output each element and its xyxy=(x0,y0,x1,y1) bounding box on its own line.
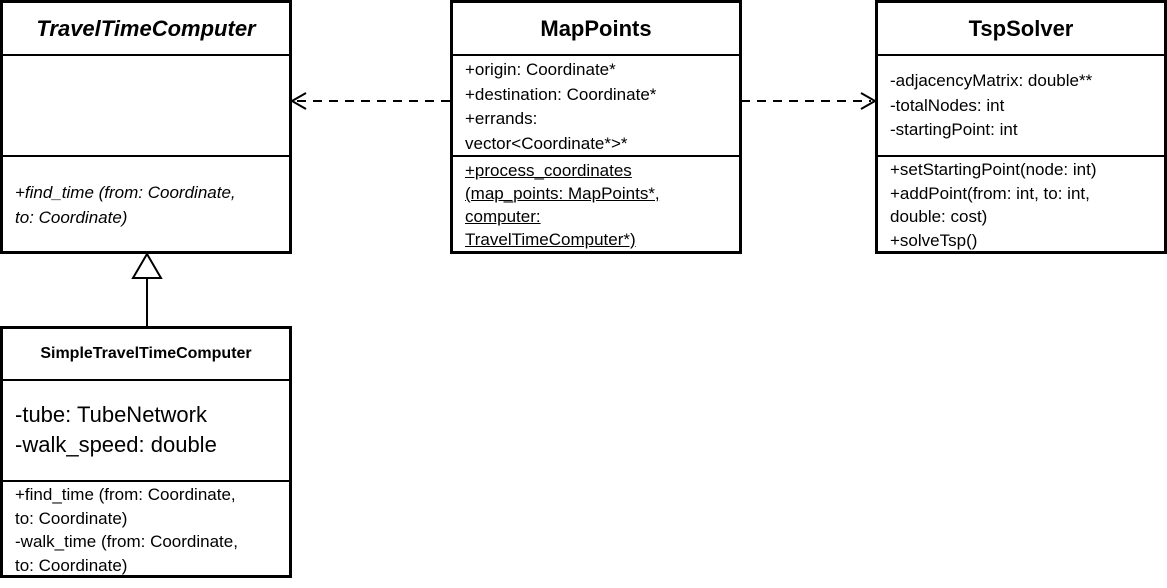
operation-line: +process_coordinates xyxy=(465,161,632,180)
attribute-line: -walk_speed: double xyxy=(15,432,217,457)
operations-compartment: +process_coordinates (map_points: MapPoi… xyxy=(453,155,739,251)
attribute-line: +destination: Coordinate* xyxy=(465,84,657,104)
operations-compartment: +find_time (from: Coordinate, to: Coordi… xyxy=(3,480,289,575)
class-travel-time-computer: TravelTimeComputer +find_time (from: Coo… xyxy=(0,0,292,254)
operation-line: to: Coordinate) xyxy=(15,207,128,227)
attribute-line: +errands: xyxy=(465,109,538,128)
operation-line: TravelTimeComputer*) xyxy=(465,230,636,249)
operation-line: double: cost) xyxy=(890,207,988,226)
operation-line: +setStartingPoint(node: int) xyxy=(890,160,1097,179)
dependency-arrowhead-tspsolver xyxy=(860,92,878,110)
operations-compartment: +setStartingPoint(node: int) +addPoint(f… xyxy=(878,155,1164,251)
attribute-line: vector<Coordinate*>* xyxy=(465,133,628,153)
operation-line: -walk_time (from: Coordinate, xyxy=(15,532,238,551)
class-name: TravelTimeComputer xyxy=(36,15,256,41)
class-name: TspSolver xyxy=(968,15,1074,41)
class-simple-travel-time-computer: SimpleTravelTimeComputer -tube: TubeNetw… xyxy=(0,326,292,578)
operation-line: +find_time (from: Coordinate, xyxy=(15,183,236,202)
attribute-line: -totalNodes: int xyxy=(890,95,1005,115)
attributes-compartment xyxy=(3,54,289,155)
class-name: MapPoints xyxy=(540,15,652,41)
attributes-compartment: +origin: Coordinate* +destination: Coord… xyxy=(453,54,739,155)
attribute-line: +origin: Coordinate* xyxy=(465,60,616,79)
operation-line: (map_points: MapPoints*, xyxy=(465,184,660,203)
operations-compartment: +find_time (from: Coordinate, to: Coordi… xyxy=(3,155,289,251)
attribute-line: -adjacencyMatrix: double** xyxy=(890,71,1093,90)
attribute-line: -tube: TubeNetwork xyxy=(15,402,207,427)
operation-line: +solveTsp() xyxy=(890,230,978,250)
generalization-triangle xyxy=(131,252,163,279)
attributes-compartment: -tube: TubeNetwork -walk_speed: double xyxy=(3,379,289,480)
class-tsp-solver: TspSolver -adjacencyMatrix: double** -to… xyxy=(875,0,1167,254)
class-name: SimpleTravelTimeComputer xyxy=(40,345,252,362)
dependency-arrowhead-traveltimecomputer xyxy=(289,92,307,110)
operation-line: to: Coordinate) xyxy=(15,555,128,575)
attribute-line: -startingPoint: int xyxy=(890,120,1018,139)
attributes-compartment: -adjacencyMatrix: double** -totalNodes: … xyxy=(878,54,1164,155)
operation-line: +addPoint(from: int, to: int, xyxy=(890,183,1090,203)
operation-line: computer: xyxy=(465,207,541,226)
class-map-points: MapPoints +origin: Coordinate* +destinat… xyxy=(450,0,742,254)
operation-line: to: Coordinate) xyxy=(15,508,128,528)
operation-line: +find_time (from: Coordinate, xyxy=(15,485,236,504)
